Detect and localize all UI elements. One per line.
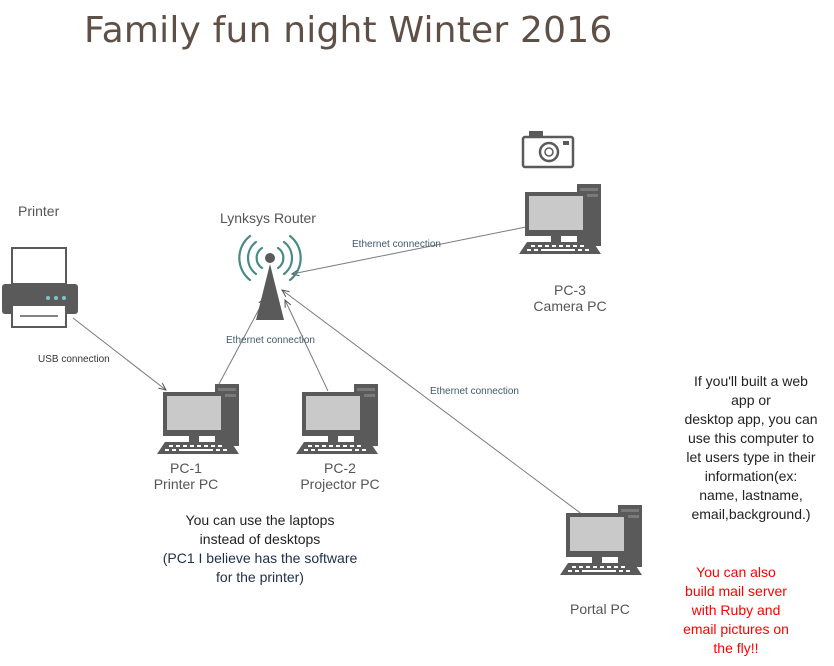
pc2-desktop-icon (296, 384, 378, 454)
pc2-label: PC-2 Projector PC (290, 460, 390, 492)
laptops-note: You can use the laptops instead of deskt… (162, 512, 358, 585)
portal-desktop-icon (560, 505, 642, 575)
portal-router-line (282, 290, 584, 516)
pc2-role: Projector PC (300, 476, 380, 492)
router-icon (238, 234, 302, 320)
pc3-label: PC-3 Camera PC (520, 282, 620, 314)
pc1-role: Printer PC (153, 476, 219, 492)
router-pc1-connection-label: Ethernet connection (226, 335, 315, 346)
printer-label: Printer (18, 203, 60, 219)
router-pc3-connection-label: Ethernet connection (352, 239, 441, 250)
router-portal-connection-label: Ethernet connection (430, 386, 519, 397)
page-title: Family fun night Winter 2016 (84, 10, 613, 51)
pc1-router-line (218, 298, 265, 385)
pc3-desktop-icon (519, 184, 601, 254)
pc1-label: PC-1 Printer PC (136, 460, 236, 492)
pc3-role: Camera PC (533, 298, 607, 314)
pc3-name: PC-3 (554, 282, 586, 298)
printer-icon (2, 247, 78, 328)
usb-connection-line (72, 317, 166, 390)
pc3-router-line (292, 226, 527, 274)
mail-server-note: You can also build mail server with Ruby… (683, 564, 789, 656)
portal-info-note: If you'll built a web app or desktop app… (684, 373, 818, 522)
router-label: Lynksys Router (220, 210, 316, 226)
pc2-name: PC-2 (324, 460, 356, 476)
camera-icon (521, 131, 575, 169)
usb-connection-label: USB connection (38, 354, 110, 365)
pc1-desktop-icon (157, 384, 239, 454)
portal-label: Portal PC (570, 601, 630, 617)
pc2-router-line (285, 300, 329, 392)
pc1-name: PC-1 (170, 460, 202, 476)
